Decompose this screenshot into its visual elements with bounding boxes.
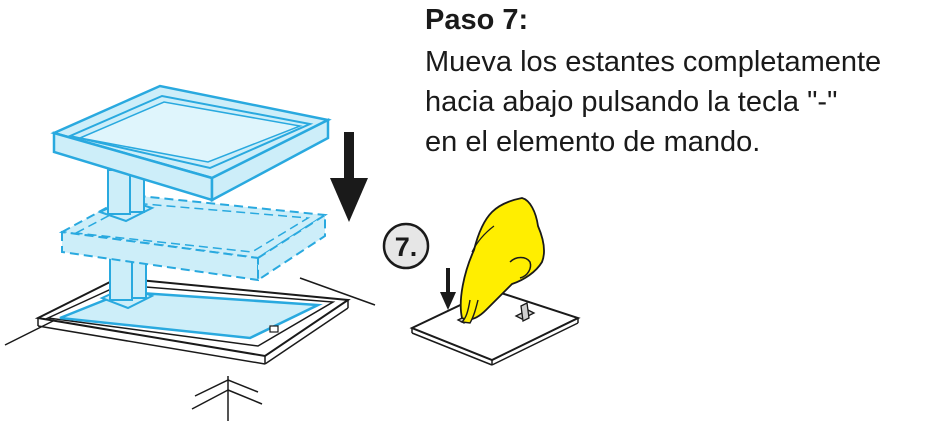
step-badge: 7. bbox=[382, 222, 430, 270]
press-arrow-icon bbox=[440, 268, 456, 310]
upper-column bbox=[97, 169, 155, 223]
middle-shelf bbox=[58, 193, 328, 282]
pressing-finger bbox=[459, 197, 545, 324]
step-description-line: Mueva los estantes completamente bbox=[425, 46, 882, 78]
top-shelf bbox=[50, 84, 332, 203]
step-description-line: en el elemento de mando. bbox=[425, 126, 761, 158]
step-badge-label: 7. bbox=[395, 232, 418, 262]
lower-column bbox=[99, 257, 155, 310]
step-title: Paso 7: bbox=[425, 4, 529, 36]
cabinet-base bbox=[4, 276, 376, 365]
step-description: Mueva los estantes completamente hacia a… bbox=[425, 42, 925, 162]
down-arrow-icon bbox=[330, 132, 368, 222]
plus-key-icon bbox=[514, 302, 536, 322]
step-description-line: hacia abajo pulsando la tecla "-" bbox=[425, 86, 838, 118]
corner-lines bbox=[191, 376, 263, 421]
